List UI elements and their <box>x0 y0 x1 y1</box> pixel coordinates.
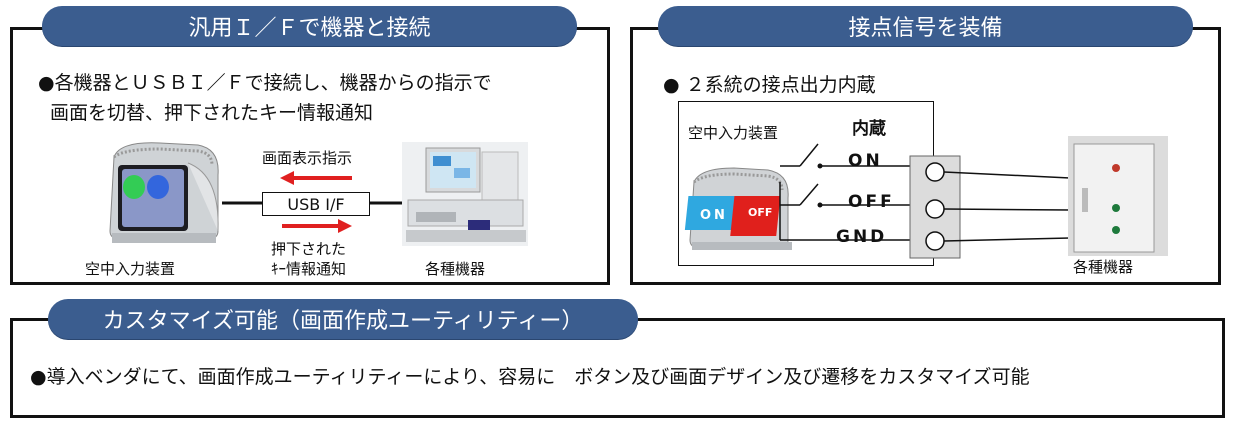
interface-device-left-label: 空中入力装置 <box>85 260 176 278</box>
contact-output-description: ● ２系統の接点出力内蔵 <box>663 74 876 96</box>
equipment-cabinet-illustration <box>1068 136 1168 256</box>
on-terminal-label: ON <box>848 151 883 171</box>
panel-contact-signal-title: 接点信号を装備 <box>658 6 1193 46</box>
key-notification-label-line1: 押下された <box>271 240 347 258</box>
air-input-device-small-illustration <box>684 167 792 250</box>
interface-device-right-label: 各種機器 <box>425 260 486 278</box>
device-on-badge: ON <box>700 208 728 223</box>
contact-device-label: 空中入力装置 <box>688 124 779 142</box>
builtin-label: 内蔵 <box>852 119 886 139</box>
interface-description-line2: 画面を切替、押下されたキー情報通知 <box>50 102 374 124</box>
contact-switch-wiring <box>779 143 1071 259</box>
customize-description: ●導入ベンダにて、画面作成ユーティリティーにより、容易に ボタン及び画面デザイン… <box>30 366 1030 388</box>
device-off-badge: OFF <box>748 206 773 219</box>
kiosk-machine-illustration <box>402 142 528 246</box>
panel-customize-title: カスタマイズ可能（画面作成ユーティリティー） <box>48 299 638 339</box>
display-instruction-label: 画面表示指示 <box>262 149 353 167</box>
key-notification-label-line2: ｷｰ情報通知 <box>271 260 347 278</box>
usb-interface-box: USB I/F <box>262 192 370 216</box>
equipment-label: 各種機器 <box>1073 258 1134 276</box>
interface-description-line1: ●各機器とＵＳＢＩ／Ｆで接続し、機器からの指示で <box>38 72 492 94</box>
gnd-terminal-label: GND <box>836 227 888 247</box>
off-terminal-label: OFF <box>848 192 895 212</box>
air-input-device-illustration <box>109 142 219 243</box>
panel-interface-title: 汎用Ｉ／Ｆで機器と接続 <box>42 6 577 46</box>
